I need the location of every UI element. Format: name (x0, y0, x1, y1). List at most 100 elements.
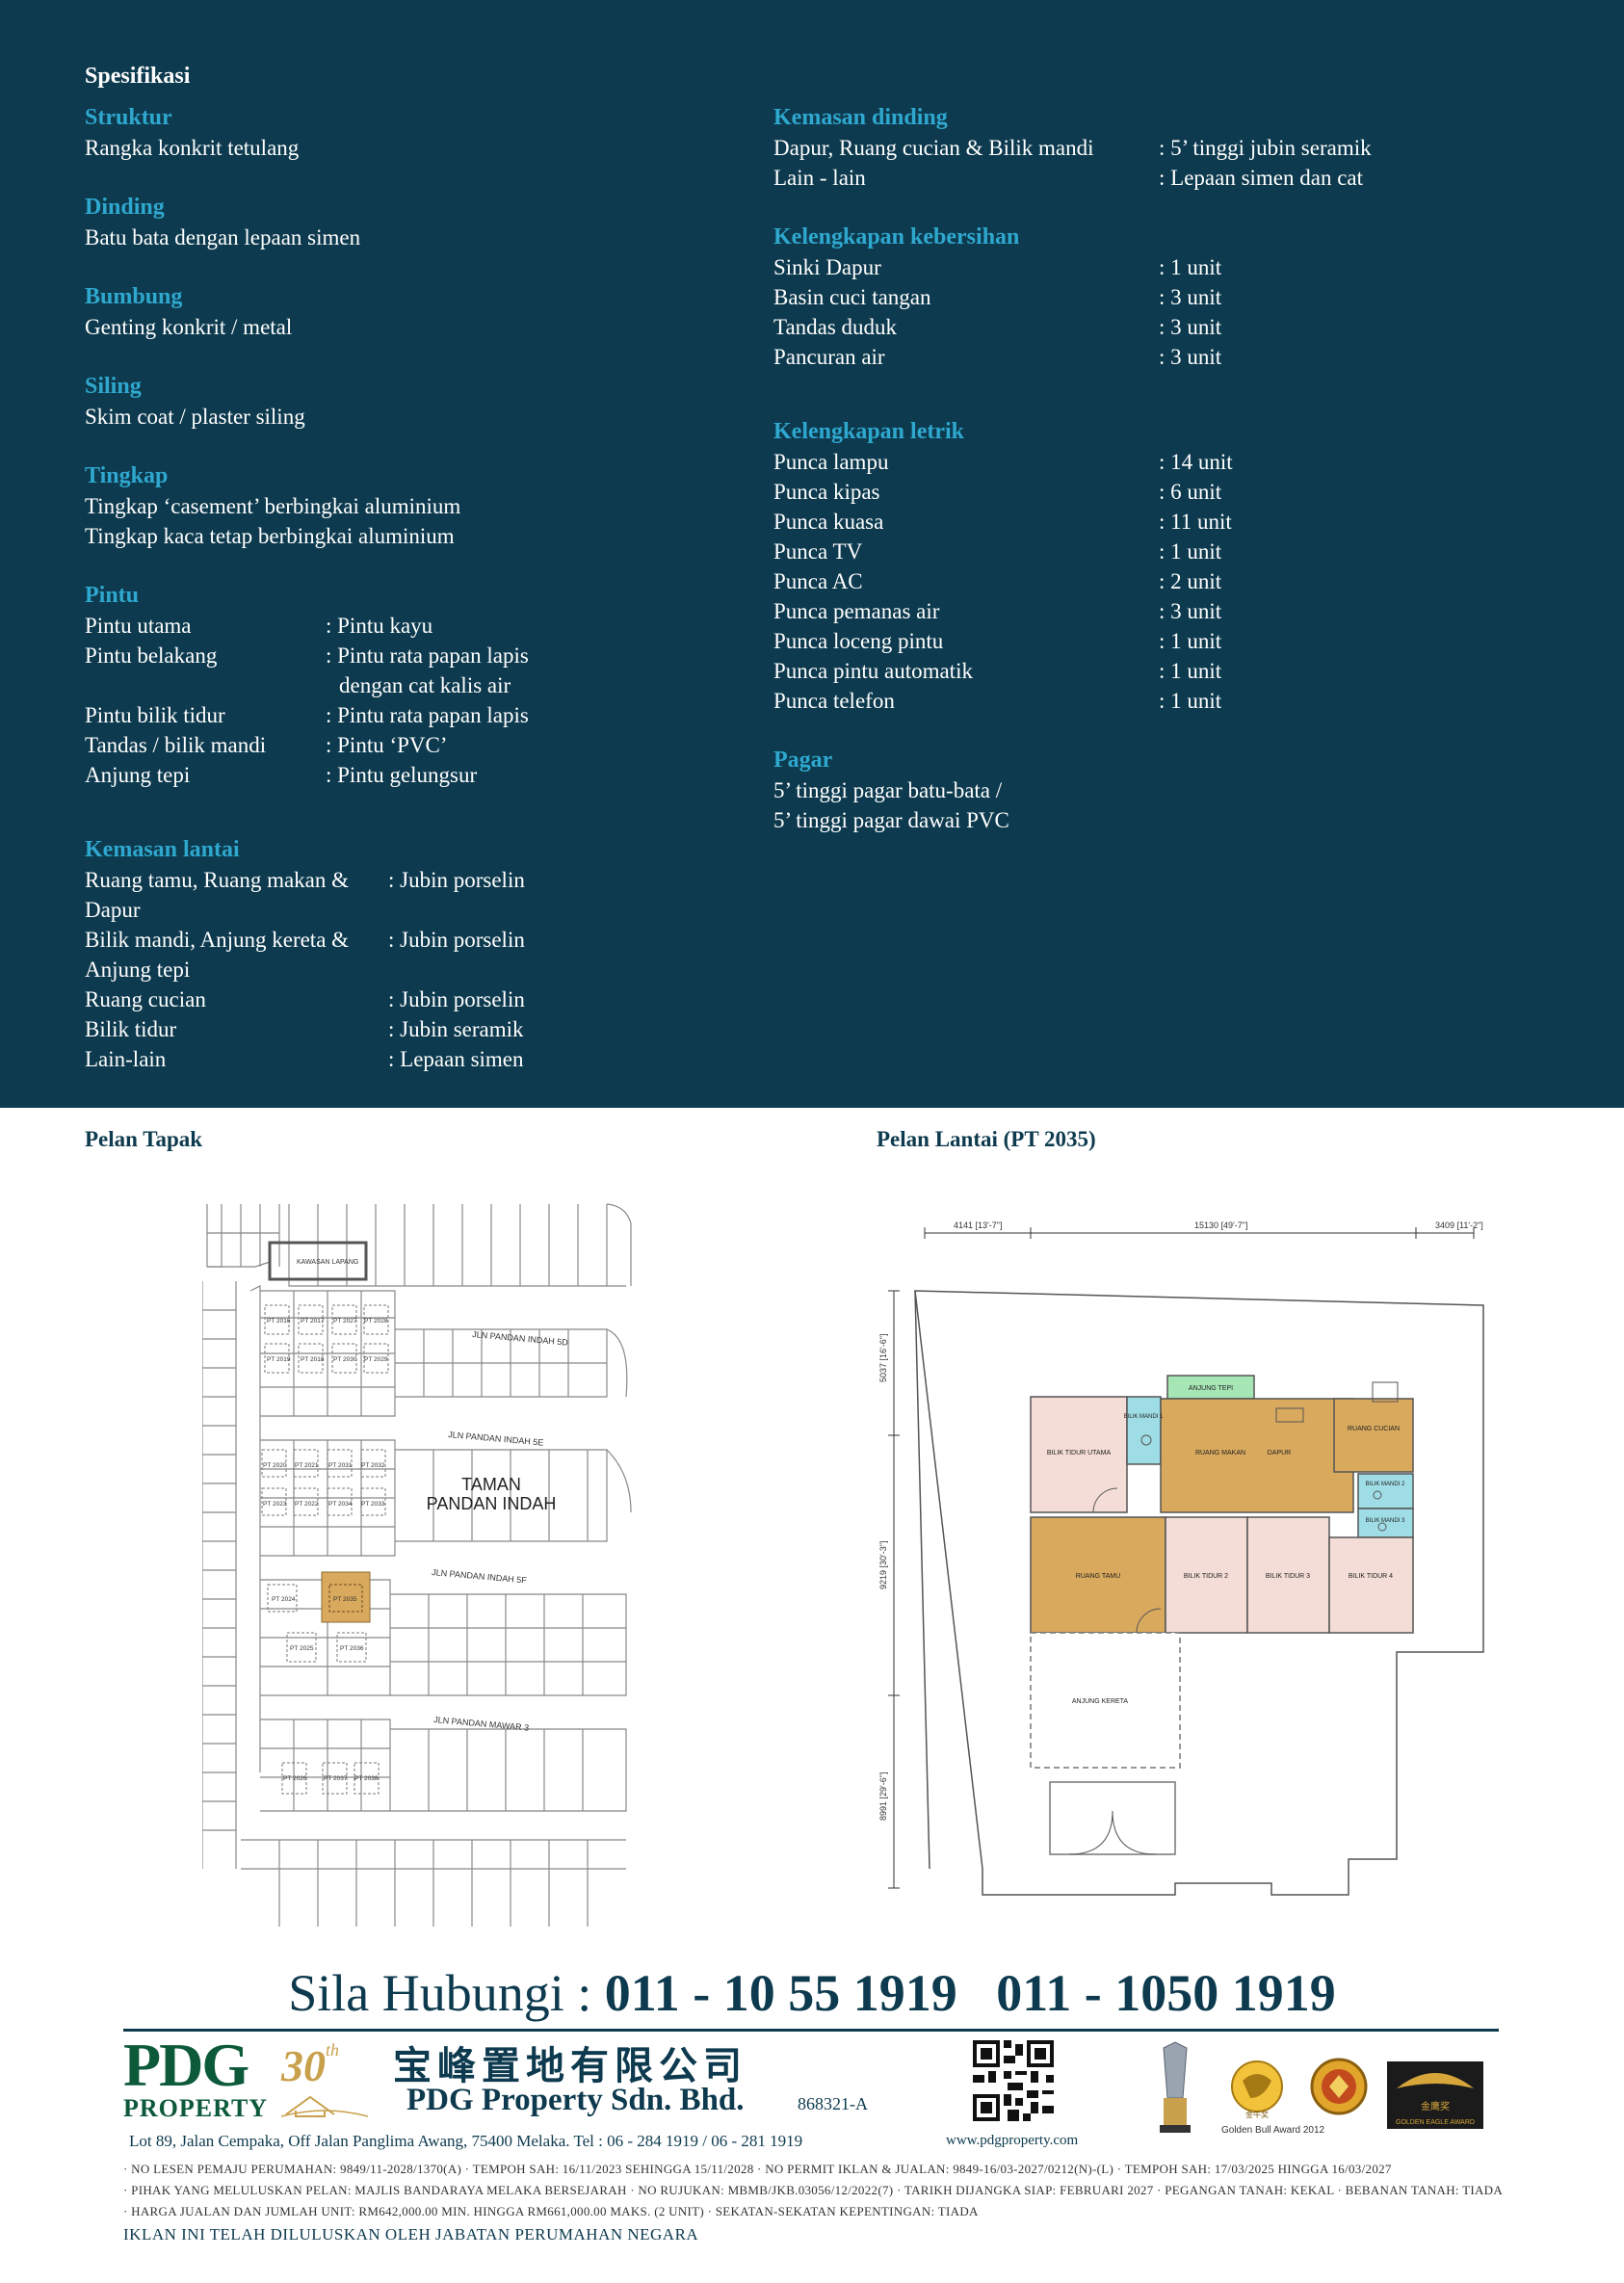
section-heading: Tingkap (85, 463, 169, 488)
award-text-eagle: 金鹰奖 (1421, 2100, 1450, 2112)
company-reg-no: 868321-A (798, 2094, 868, 2113)
spec-value: : Lepaan simen dan cat (1159, 166, 1364, 190)
spec-key: Bilik tidur (85, 1017, 177, 1041)
spec-value: : 11 unit (1159, 510, 1232, 534)
room-bilik-tidur-utama (1030, 1396, 1128, 1513)
spec-key: Tandas / bilik mandi (85, 733, 267, 757)
spec-bumbung: Bumbung Genting konkrit / metal (85, 281, 778, 342)
spec-value: : 1 unit (1159, 689, 1222, 713)
house-icon (281, 2095, 368, 2117)
spec-row: Ruang cucian: Jubin porselin (85, 984, 778, 1014)
spec-key: Punca pintu automatik (773, 659, 973, 683)
spec-line: 5’ tinggi pagar dawai PVC (773, 808, 1009, 832)
road-label-5e: JLN PANDAN INDAH 5E (448, 1430, 544, 1448)
spec-line: Tingkap kaca tetap berbingkai aluminium (85, 524, 455, 548)
spec-value: : 6 unit (1159, 480, 1222, 504)
spec-line: Rangka konkrit tetulang (85, 136, 300, 160)
spec-line: Genting konkrit / metal (85, 315, 293, 339)
taman-label-2: PANDAN INDAH (427, 1494, 557, 1513)
spec-key: Basin cuci tangan (773, 285, 931, 309)
kawasan-lapang-label: KAWASAN LAPANG (297, 1259, 358, 1266)
company-website[interactable]: www.pdgproperty.com (946, 2133, 1079, 2148)
lot-label: PT 2019 (267, 1356, 291, 1363)
spec-row: Ruang tamu, Ruang makan & Dapur : Jubin p… (85, 865, 778, 925)
award-label: Golden Bull Award 2012 (1221, 2125, 1325, 2136)
section-heading: Kelengkapan letrik (773, 419, 965, 444)
contact-label: Sila Hubungi : (288, 1964, 592, 2022)
lot-label: PT 2020 (263, 1462, 287, 1469)
spec-row: Tandas duduk: 3 unit (773, 312, 1563, 342)
lot-label: PT 2018 (301, 1356, 325, 1363)
spec-value: : Lepaan simen (388, 1047, 524, 1071)
spec-value: : 2 unit (1159, 569, 1222, 593)
spec-value: : Jubin porselin (388, 928, 525, 952)
company-address: Lot 89, Jalan Cempaka, Off Jalan Panglim… (129, 2132, 803, 2150)
spec-kemasan-lantai: Kemasan lantai Ruang tamu, Ruang makan &… (85, 834, 778, 1074)
spec-row: Punca telefon: 1 unit (773, 686, 1563, 716)
spec-row: Punca TV: 1 unit (773, 537, 1563, 566)
room-label: BILIK MANDI 2 (1366, 1482, 1405, 1487)
spec-line: Skim coat / plaster siling (85, 405, 305, 429)
spec-row: Punca loceng pintu: 1 unit (773, 626, 1563, 656)
spec-key: Bilik mandi, Anjung kereta & Anjung tepi (85, 928, 350, 982)
road-label-5d: JLN PANDAN INDAH 5D (472, 1329, 569, 1348)
spec-key: Sinki Dapur (773, 255, 881, 279)
anniversary-suffix: th (326, 2040, 340, 2060)
anniversary-badge: 30th (281, 2040, 387, 2123)
spec-kelengkapan-letrik: Kelengkapan letrik Punca lampu: 14 unit … (773, 416, 1563, 716)
spec-value: : Jubin porselin (388, 868, 525, 892)
room-label: RUANG TAMU (1076, 1573, 1120, 1580)
spec-row: Anjung tepi: Pintu gelungsur (85, 760, 778, 790)
spec-column-right: Kemasan dinding Dapur, Ruang cucian & Bi… (773, 102, 1563, 864)
spec-value-cont: dengan cat kalis air (339, 673, 511, 697)
spec-key: Pancuran air (773, 345, 885, 369)
lot-label: PT 2021 (295, 1462, 319, 1469)
spec-value: : Pintu gelungsur (326, 763, 478, 787)
section-heading: Kemasan dinding (773, 105, 948, 130)
spec-key: Pintu belakang (85, 643, 218, 668)
spec-row: Lain-lain: Lepaan simen (85, 1044, 778, 1074)
floor-plan-title-text: Pelan Lantai (877, 1127, 998, 1151)
lot-label: PT 2036 (340, 1645, 364, 1652)
highlighted-lot-marker (328, 1584, 363, 1613)
room-label: BILIK MANDI 1 (1124, 1414, 1164, 1420)
dim-label: 15130 [49'-7"] (1194, 1220, 1247, 1230)
room-label: BILIK TIDUR 2 (1184, 1573, 1228, 1580)
site-plan-drawing: KAWASAN LAPANG JLN PANDAN INDAH 5D JLN P… (202, 1203, 632, 1927)
dim-label: 4141 [13'-7"] (954, 1220, 1002, 1230)
taman-label-1: TAMAN (461, 1475, 521, 1494)
floor-plan-fixtures (1068, 1381, 1399, 1855)
qr-code-icon[interactable] (973, 2040, 1054, 2121)
room-label: DAPUR (1268, 1450, 1292, 1456)
floor-plan-room-labels: ANJUNG TEPI BILIK MANDI 1 BILIK TIDUR UT… (1047, 1385, 1405, 1705)
trophy-icon (1160, 2041, 1191, 2133)
spec-key: Punca kuasa (773, 510, 884, 534)
lot-label: PT 2034 (328, 1501, 353, 1508)
contact-phone-1[interactable]: 011 - 10 55 1919 (604, 1964, 957, 2022)
spec-key: Tandas duduk (773, 315, 898, 339)
spec-key: Pintu utama (85, 614, 192, 638)
spec-row: Tandas / bilik mandi: Pintu ‘PVC’ (85, 730, 778, 760)
spec-value: : Pintu rata papan lapis (326, 703, 529, 727)
dim-label: 3409 [11'-2"] (1435, 1220, 1483, 1230)
spec-row: Punca kuasa : 11 unit (773, 507, 1563, 537)
lot-label: PT 2022 (295, 1501, 319, 1508)
spec-key: Punca pemanas air (773, 599, 940, 623)
spec-value: : 14 unit (1159, 450, 1233, 474)
lot-label: PT 2032 (361, 1462, 385, 1469)
contact-phone-2[interactable]: 011 - 1050 1919 (996, 1964, 1336, 2022)
room-anjung-kereta (1030, 1632, 1181, 1769)
spec-key: Dapur, Ruang cucian & Bilik mandi (773, 136, 1094, 160)
road-label-mawar3: JLN PANDAN MAWAR 3 (433, 1715, 530, 1733)
spec-row: Pancuran air: 3 unit (773, 342, 1563, 372)
room-bilik-tidur-3 (1246, 1516, 1330, 1634)
spec-key: Ruang tamu, Ruang makan & Dapur (85, 868, 350, 922)
site-plan-lot-markers (261, 1304, 389, 1795)
spec-value: : 3 unit (1159, 599, 1222, 623)
spec-key: Punca AC (773, 569, 863, 593)
spec-key: Punca kipas (773, 480, 880, 504)
spec-row: Sinki Dapur: 1 unit (773, 252, 1563, 282)
spec-value: : 1 unit (1159, 629, 1222, 653)
spec-row: Dapur, Ruang cucian & Bilik mandi: 5’ ti… (773, 133, 1563, 163)
